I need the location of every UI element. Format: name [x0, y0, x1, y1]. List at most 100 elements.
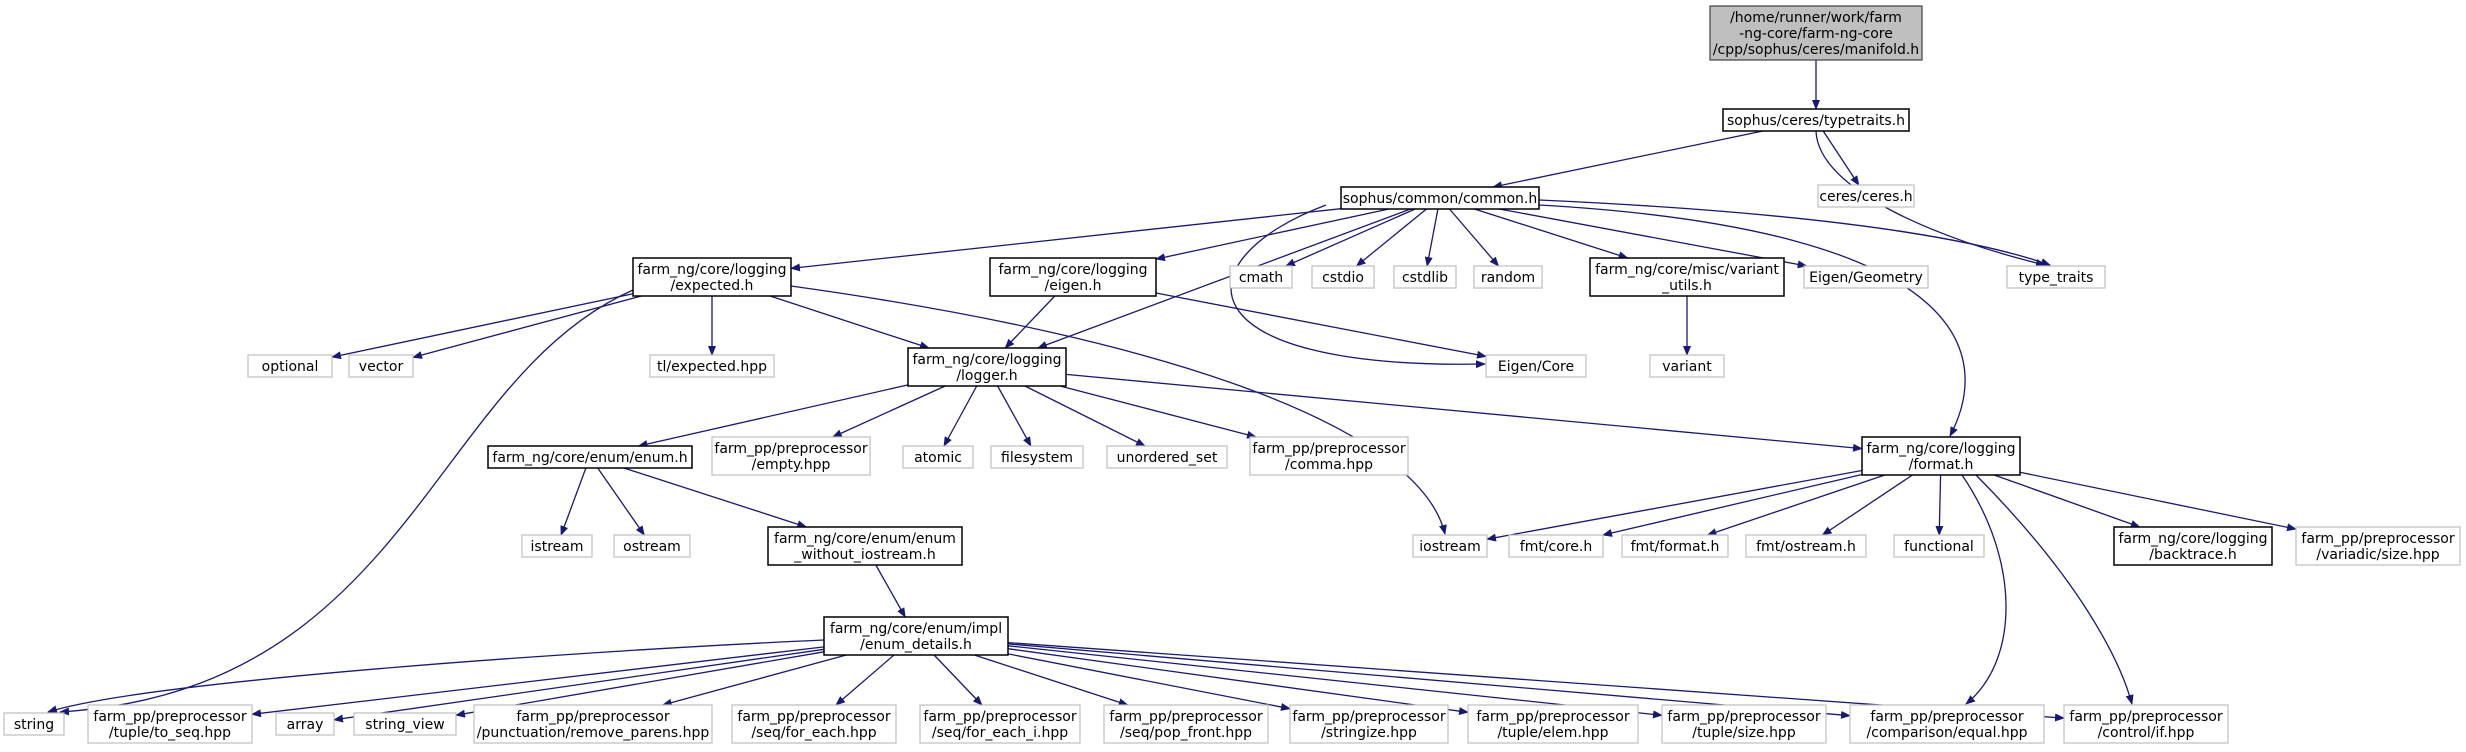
node-label-line: /tuple/elem.hpp: [1497, 725, 1608, 741]
node-box: [2006, 265, 2106, 289]
node-root[interactable]: /home/runner/work/farm-ng-core/farm-ng-c…: [1709, 5, 1923, 61]
node-backtrace-h[interactable]: farm_ng/core/logging/backtrace.h: [2113, 526, 2273, 566]
header-nodes: /home/runner/work/farm-ng-core/farm-ng-c…: [3, 5, 2461, 744]
include-edge-typetraits_h-to-ceres_h: [1822, 130, 1860, 186]
node-box: [1103, 704, 1269, 744]
node-label-line: /seq/pop_front.hpp: [1120, 725, 1252, 741]
node-box: [521, 534, 593, 558]
node-variant-utils-h[interactable]: farm_ng/core/misc/variant_utils.h: [1589, 257, 1785, 297]
node-label-line: /punctuation/remove_parens.hpp: [477, 725, 710, 741]
node-label-line: farm_ng/core/enum/impl: [830, 621, 1002, 637]
node-label-line: /seq/for_each_i.hpp: [932, 725, 1068, 741]
include-edge-common_h-to-cstdlib: [1424, 208, 1439, 267]
node-box: [767, 526, 963, 566]
node-box: [275, 712, 335, 736]
node-label-line: sophus/ceres/typetraits.h: [1727, 113, 1905, 129]
node-label-line: farm_pp/preprocessor: [2301, 531, 2454, 547]
node-pp-comma: farm_pp/preprocessor/comma.hpp: [1249, 436, 1409, 476]
node-common-h[interactable]: sophus/common/common.h: [1340, 186, 1540, 210]
include-edge-enum_details_h-to-pp_for_each: [835, 654, 895, 706]
node-enum-wo-iostream[interactable]: farm_ng/core/enum/enum_without_iostream.…: [767, 526, 963, 566]
node-logger-h[interactable]: farm_ng/core/logging/logger.h: [907, 347, 1067, 387]
include-edge-expected_h-to-vector: [412, 295, 642, 359]
node-label-line: _utils.h: [1661, 278, 1712, 294]
node-typetraits-h[interactable]: sophus/ceres/typetraits.h: [1722, 108, 1910, 132]
node-unordered-set: unordered_set: [1106, 445, 1228, 469]
include-edge-enum_h-to-istream: [560, 467, 587, 536]
include-edge-format_h-to-functional: [1935, 474, 1944, 536]
include-edge-common_h-to-format_h: [1538, 204, 1966, 437]
node-box: [632, 257, 792, 297]
node-box: [473, 704, 713, 744]
include-edge-enum_details_h-to-pp_stringize: [1007, 653, 1291, 711]
node-cmath: cmath: [1229, 265, 1293, 289]
node-string-view: string_view: [353, 712, 457, 736]
node-box: [1473, 265, 1543, 289]
node-ceres-h: ceres/ceres.h: [1817, 184, 1915, 208]
include-edge-common_h-to-random: [1449, 208, 1500, 267]
dependency-edges: [47, 60, 2297, 723]
node-label-line: farm_pp/preprocessor: [2069, 709, 2222, 725]
include-edge-enum_h-to-ostream: [597, 467, 645, 536]
node-box: [1621, 534, 1729, 558]
node-pp-for-each: farm_pp/preprocessor/seq/for_each.hpp: [731, 704, 897, 744]
include-edge-logger_h-to-pp_empty: [831, 385, 946, 438]
node-box: [1467, 704, 1639, 744]
node-label-line: filesystem: [1001, 450, 1073, 466]
node-box: [1893, 534, 1985, 558]
node-string: string: [3, 712, 65, 736]
node-label-line: Eigen/Core: [1498, 359, 1574, 375]
node-box: [1311, 265, 1375, 289]
node-label-line: /eigen.h: [1045, 278, 1102, 294]
node-box: [919, 704, 1081, 744]
node-ostream: ostream: [613, 534, 691, 558]
node-label-line: farm_ng/core/enum/enum.h: [492, 450, 687, 466]
node-pp-for-each-i: farm_pp/preprocessor/seq/for_each_i.hpp: [919, 704, 1081, 744]
node-label-line: functional: [1904, 539, 1974, 555]
node-enum-details-h[interactable]: farm_ng/core/enum/impl/enum_details.h: [823, 616, 1009, 656]
node-box: [1508, 534, 1604, 558]
node-label-line: /logger.h: [956, 368, 1017, 384]
include-edge-common_h-to-cmath: [1284, 208, 1416, 267]
node-label-line: atomic: [914, 450, 962, 466]
include-edge-enum_details_h-to-pp_tuple_elem: [1007, 648, 1469, 716]
node-label-line: /comma.hpp: [1285, 457, 1373, 473]
node-format-h[interactable]: farm_ng/core/logging/format.h: [1861, 436, 2021, 476]
node-fmt-core: fmt/core.h: [1508, 534, 1604, 558]
node-expected-h[interactable]: farm_ng/core/logging/expected.h: [632, 257, 792, 297]
node-label-line: /comparison/equal.hpp: [1866, 725, 2027, 741]
node-label-line: _without_iostream.h: [793, 547, 935, 563]
include-edge-common_h-to-variant_utils_h: [1474, 208, 1629, 260]
node-box: [247, 354, 333, 378]
node-box: [2063, 704, 2229, 744]
include-edge-enum_details_h-to-array: [333, 648, 825, 723]
node-box: [649, 354, 775, 378]
node-box: [990, 445, 1084, 469]
node-enum-h[interactable]: farm_ng/core/enum/enum.h: [487, 445, 693, 469]
include-edge-enum_details_h-to-pp_tuple_size: [1007, 645, 1663, 719]
node-box: [731, 704, 897, 744]
include-edge-format_h-to-pp_equal: [1961, 474, 2007, 705]
node-box: [1849, 704, 2045, 744]
include-edge-format_h-to-fmt_format: [1706, 474, 1886, 536]
node-label-line: farm_ng/core/enum/enum: [774, 531, 956, 547]
node-label-line: farm_pp/preprocessor: [516, 709, 669, 725]
node-type-traits: type_traits: [2006, 265, 2106, 289]
node-pp-if: farm_pp/preprocessor/control/if.hpp: [2063, 704, 2229, 744]
node-box: [902, 445, 974, 469]
node-label-line: /expected.h: [671, 278, 754, 294]
node-box: [487, 445, 693, 469]
node-functional: functional: [1893, 534, 1985, 558]
node-label-line: /seq/for_each.hpp: [751, 725, 876, 741]
node-random: random: [1473, 265, 1543, 289]
node-variant: variant: [1649, 354, 1725, 378]
node-label-line: farm_ng/core/logging: [637, 262, 786, 278]
node-box: [2113, 526, 2273, 566]
include-edge-enum_h-to-enum_wo_iostream: [623, 467, 808, 529]
node-label-line: farm_ng/core/logging: [1866, 441, 2015, 457]
node-pp-pop-front: farm_pp/preprocessor/seq/pop_front.hpp: [1103, 704, 1269, 744]
node-pp-tuple-elem: farm_pp/preprocessor/tuple/elem.hpp: [1467, 704, 1639, 744]
node-eigen-h[interactable]: farm_ng/core/logging/eigen.h: [989, 257, 1157, 297]
node-fmt-ostream: fmt/ostream.h: [1745, 534, 1867, 558]
